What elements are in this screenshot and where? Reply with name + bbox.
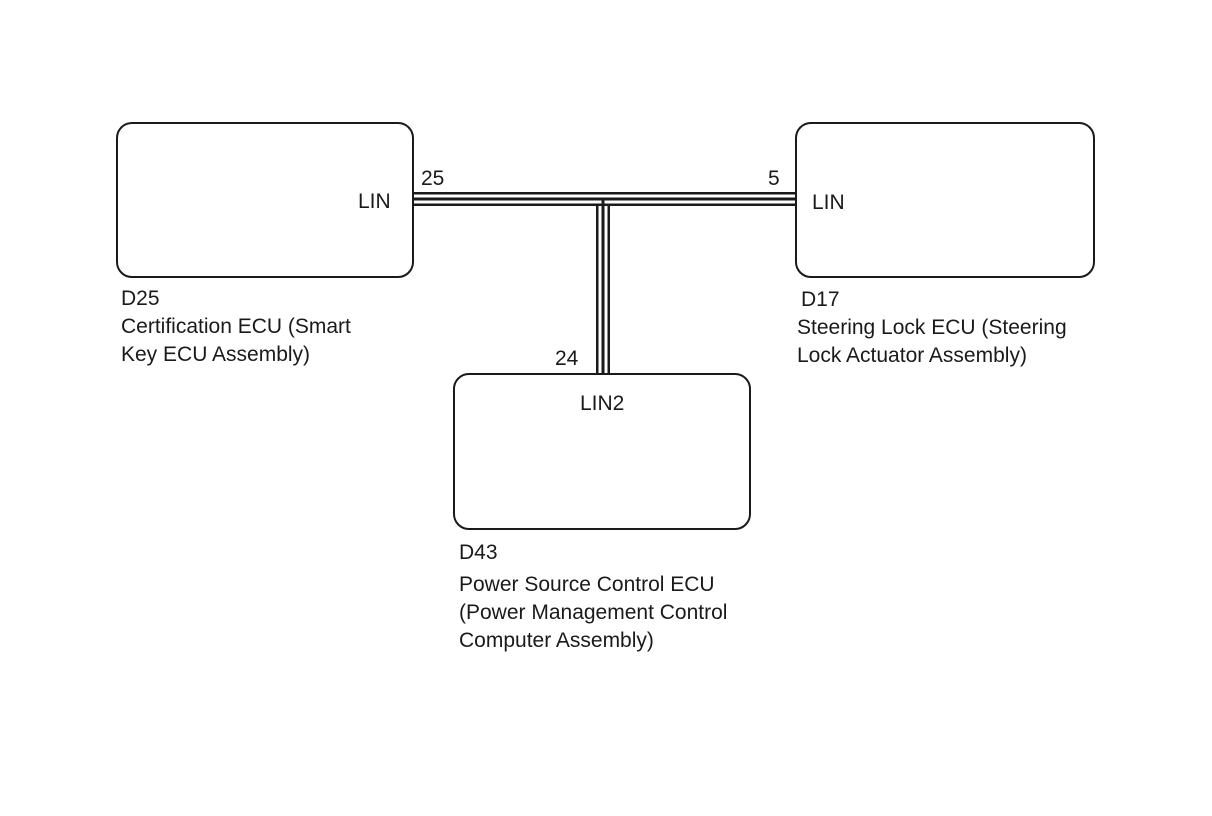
d17-code: D17 (801, 288, 840, 311)
d43-code: D43 (459, 541, 498, 564)
d25-name-line2: Key ECU Assembly) (121, 343, 311, 366)
d17-pin-label: LIN (812, 191, 845, 214)
ecu-box-d25 (116, 122, 414, 278)
ecu-box-d17 (795, 122, 1095, 278)
d25-code: D25 (121, 287, 160, 310)
d25-pin-label: LIN (358, 190, 391, 213)
d43-name-line1: Power Source Control ECU (459, 573, 715, 596)
ecu-box-d43 (453, 373, 751, 530)
d25-pin-number: 25 (421, 167, 445, 190)
d17-name-line1: Steering Lock ECU (Steering (797, 316, 1067, 339)
d43-pin-number: 24 (555, 347, 579, 370)
lin-bus-core (414, 197, 795, 373)
d17-pin-number: 5 (768, 167, 780, 190)
d43-pin-label: LIN2 (580, 392, 625, 415)
d17-name-line2: Lock Actuator Assembly) (797, 344, 1027, 367)
d25-name-line1: Certification ECU (Smart (121, 315, 351, 338)
d43-name-line3: Computer Assembly) (459, 629, 654, 652)
d43-name-line2: (Power Management Control (459, 601, 728, 624)
